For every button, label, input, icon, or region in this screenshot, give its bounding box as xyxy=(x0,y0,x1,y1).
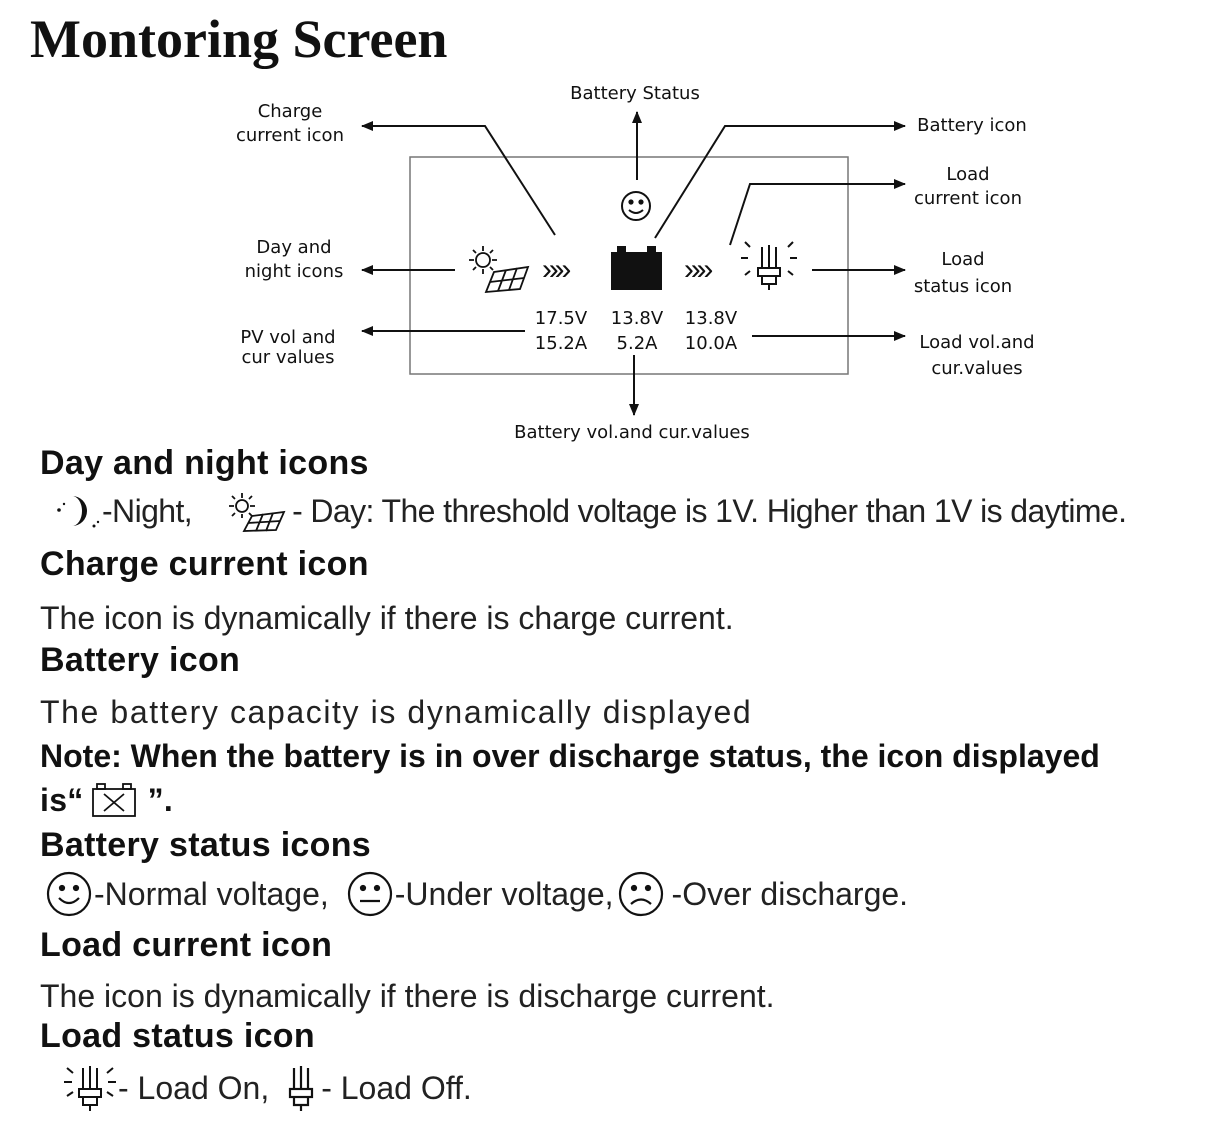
load-current-text: The icon is dynamically if there is disc… xyxy=(40,978,775,1014)
battery-note-line1: Note: When the battery is in over discha… xyxy=(40,738,1100,774)
load-current: 10.0A xyxy=(684,333,738,354)
label-battery-icon: Battery icon xyxy=(917,115,1027,136)
load-on-label: - Load On, xyxy=(118,1069,270,1106)
day-night-line: -Night, - Day: The threshold voltage is … xyxy=(50,490,1127,532)
load-current-icon: »» xyxy=(684,253,713,286)
heading-load-current: Load current icon xyxy=(40,926,333,964)
neutral-face-icon xyxy=(347,871,392,917)
heading-battery-icon: Battery icon xyxy=(40,641,241,679)
page-title: Montoring Screen xyxy=(30,9,448,69)
load-status-line: - Load On, - Load Off. xyxy=(62,1060,472,1116)
heading-load-status: Load status icon xyxy=(40,1017,315,1055)
night-label: -Night, xyxy=(102,492,193,529)
battery-voltage: 13.8V xyxy=(610,308,664,329)
sad-face-icon xyxy=(618,871,663,917)
charge-current-icon: »» xyxy=(542,253,571,286)
sun-panel-icon xyxy=(469,246,530,294)
sun-panel-icon xyxy=(229,493,286,532)
arrow-load-current xyxy=(729,179,906,246)
monitoring-diagram xyxy=(361,111,906,416)
battery-values: 13.8V 5.2A xyxy=(604,306,670,356)
lcd-frame xyxy=(409,156,849,375)
pv-voltage: 17.5V xyxy=(534,308,588,329)
bulb-on-icon xyxy=(64,1066,116,1111)
smile-face-icon xyxy=(621,191,651,221)
battery-note-line2: is“ ”. xyxy=(40,780,173,820)
note-prefix: is“ xyxy=(40,781,84,818)
pv-current: 15.2A xyxy=(534,333,588,354)
day-label: - Day: The threshold voltage is 1V. High… xyxy=(292,492,1127,529)
heading-day-night: Day and night icons xyxy=(40,444,369,482)
moon-icon xyxy=(57,496,100,528)
heading-charge-current: Charge current icon xyxy=(40,545,369,583)
under-voltage-label: -Under voltage, xyxy=(394,875,614,912)
charge-current-text: The icon is dynamically if there is char… xyxy=(40,600,734,636)
note-suffix: ”. xyxy=(147,781,174,818)
battery-icon-text: The battery capacity is dynamically disp… xyxy=(40,694,753,730)
label-battery-status: Battery Status xyxy=(570,83,700,104)
arrow-battery-icon xyxy=(654,121,906,239)
battery-icon xyxy=(611,246,662,290)
battery-cross-icon xyxy=(91,783,136,817)
smile-face-icon xyxy=(46,871,92,917)
load-voltage: 13.8V xyxy=(684,308,738,329)
over-discharge-label: -Over discharge. xyxy=(671,875,909,912)
battery-current: 5.2A xyxy=(616,333,658,354)
label-battery-values: Battery vol.and cur.values xyxy=(514,422,750,443)
load-off-label: - Load Off. xyxy=(321,1069,472,1106)
heading-battery-status: Battery status icons xyxy=(40,826,371,864)
pv-values: 17.5V 15.2A xyxy=(528,306,594,356)
battery-status-line: -Normal voltage, -Under voltage, -Over d… xyxy=(44,870,908,918)
normal-voltage-label: -Normal voltage, xyxy=(94,875,329,912)
arrow-charge-current xyxy=(361,121,556,236)
bulb-off-icon xyxy=(289,1066,314,1111)
bulb-on-icon xyxy=(741,241,797,290)
load-values: 13.8V 10.0A xyxy=(678,306,744,356)
